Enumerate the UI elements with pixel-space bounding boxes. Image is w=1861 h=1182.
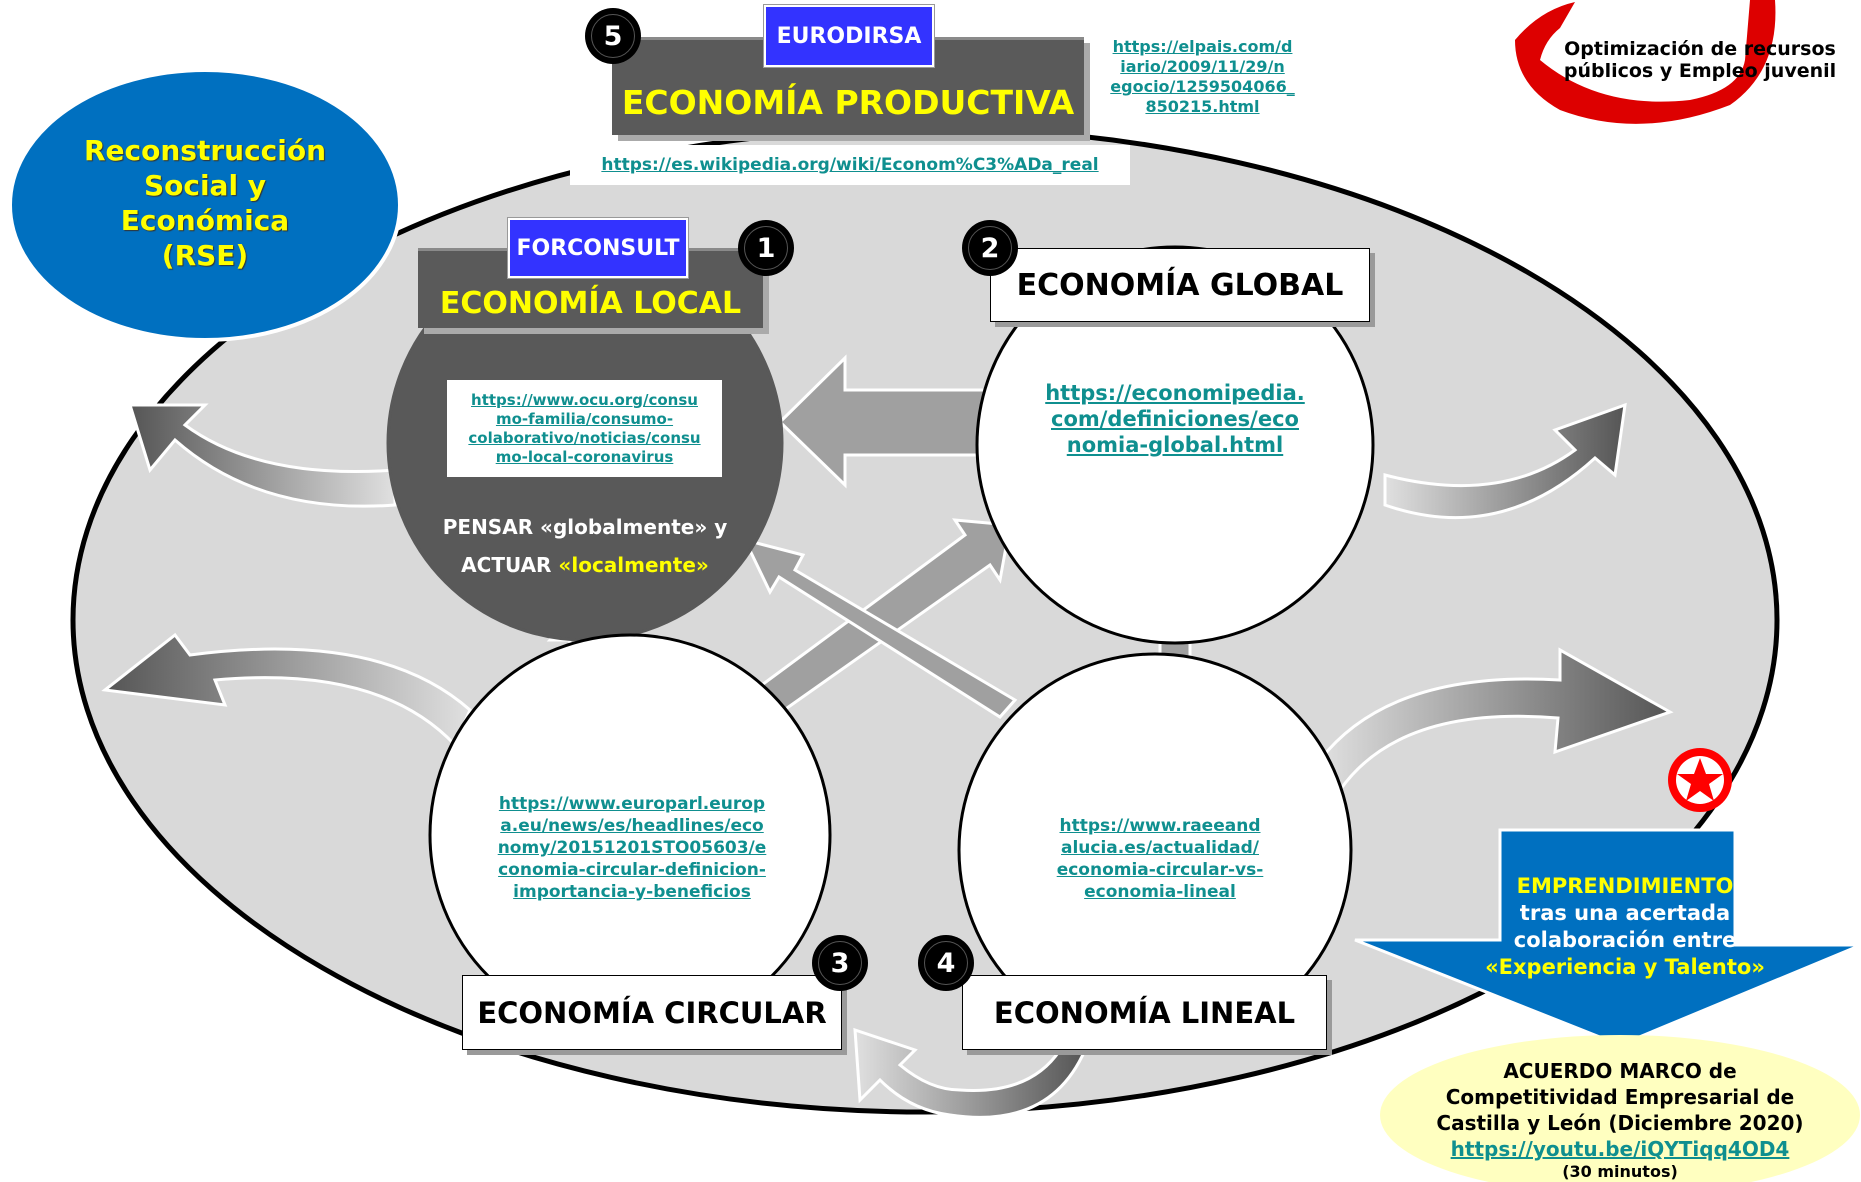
- europarl-link-block[interactable]: https://www.europarl.europ a.eu/news/es/…: [482, 793, 782, 903]
- raee-link-line[interactable]: economia-circular-vs-: [1056, 860, 1264, 880]
- youtube-link[interactable]: https://youtu.be/iQYTiqq4OD4: [1450, 1137, 1790, 1161]
- ocu-link-line[interactable]: mo-familia/consumo-: [495, 409, 674, 428]
- raee-link-line[interactable]: alucia.es/actualidad/: [1060, 838, 1259, 858]
- local-tag: FORCONSULT: [508, 218, 688, 278]
- local-motto: PENSAR «globalmente» y ACTUAR «localment…: [420, 508, 750, 584]
- europarl-link-line[interactable]: importancia-y-beneficios: [513, 882, 751, 902]
- raee-link-line[interactable]: https://www.raeeand: [1059, 816, 1261, 836]
- local-motto-line2: ACTUAR «localmente»: [420, 546, 750, 584]
- europarl-link-line[interactable]: https://www.europarl.europ: [498, 794, 766, 814]
- elpais-link-line[interactable]: https://elpais.com/d: [1112, 37, 1293, 56]
- local-motto-prefix: ACTUAR: [461, 553, 559, 577]
- emprendimiento-line: «Experiencia y Talento»: [1485, 955, 1765, 979]
- circular-header: ECONOMÍA CIRCULAR: [462, 975, 842, 1050]
- europarl-link-line[interactable]: nomy/20151201STO05603/e: [497, 838, 767, 858]
- elpais-link-line[interactable]: egocio/1259504066_: [1110, 77, 1295, 96]
- acuerdo-duration: (30 minutos): [1562, 1162, 1678, 1181]
- local-motto-line1: PENSAR «globalmente» y: [442, 515, 728, 539]
- global-header: ECONOMÍA GLOBAL: [990, 248, 1370, 322]
- emprendimiento-arrow: [1354, 828, 1861, 1047]
- lineal-number-badge: 4: [918, 935, 974, 991]
- ocu-link-line[interactable]: colaborativo/noticias/consu: [468, 428, 701, 447]
- ocu-link-line[interactable]: mo-local-coronavirus: [495, 447, 674, 466]
- economipedia-link-block[interactable]: https://economipedia. com/definiciones/e…: [1035, 380, 1315, 458]
- rse-text: Reconstrucción Social y Económica (RSE): [40, 133, 370, 273]
- global-circle: [975, 245, 1375, 645]
- curved-arrow-top-right: [1383, 402, 1627, 520]
- acuerdo-line: ACUERDO MARCO de: [1503, 1059, 1737, 1083]
- productiva-tag: EURODIRSA: [764, 5, 934, 67]
- elpais-link-box[interactable]: https://elpais.com/d iario/2009/11/29/n …: [1095, 32, 1310, 122]
- star-icon: [1668, 748, 1732, 812]
- curved-arrow-top-left: [127, 403, 397, 508]
- ocu-link-box[interactable]: https://www.ocu.org/consu mo-familia/con…: [447, 380, 722, 477]
- elpais-link-line[interactable]: iario/2009/11/29/n: [1120, 57, 1285, 76]
- global-number-badge: 2: [962, 220, 1018, 276]
- logo-text: Optimización de recursos públicos y Empl…: [1545, 38, 1855, 82]
- emprendimiento-line: tras una acertada: [1519, 901, 1731, 925]
- acuerdo-line: Castilla y León (Diciembre 2020): [1436, 1111, 1804, 1135]
- logo-swoosh: [1515, 0, 1776, 124]
- acuerdo-line: Competitividad Empresarial de: [1445, 1085, 1795, 1109]
- economipedia-link-line[interactable]: https://economipedia.: [1045, 381, 1305, 405]
- emprendimiento-line: EMPRENDIMIENTO: [1516, 874, 1734, 898]
- economipedia-link-line[interactable]: com/definiciones/eco: [1051, 407, 1299, 431]
- elpais-link-line[interactable]: 850215.html: [1145, 97, 1260, 116]
- economipedia-link-line[interactable]: nomia-global.html: [1066, 433, 1284, 457]
- ocu-link-line[interactable]: https://www.ocu.org/consu: [471, 390, 698, 409]
- productiva-number-badge: 5: [585, 8, 641, 64]
- local-number-badge: 1: [738, 220, 794, 276]
- raee-link-line[interactable]: economia-lineal: [1084, 882, 1236, 902]
- logo-line: Optimización de recursos: [1564, 38, 1836, 60]
- europarl-link-line[interactable]: conomia-circular-definicion-: [498, 860, 766, 880]
- rse-line: (RSE): [161, 239, 249, 272]
- local-motto-highlight: «localmente»: [558, 553, 709, 577]
- rse-line: Social y: [143, 169, 267, 202]
- emprendimiento-line: colaboración entre: [1513, 928, 1737, 952]
- curved-arrow-bottom-right: [1318, 647, 1674, 793]
- arrow-global-to-local: [777, 354, 987, 489]
- rse-line: Reconstrucción: [83, 134, 327, 167]
- arrow-lineal-to-local: [742, 537, 1018, 719]
- acuerdo-ellipse: [1380, 1035, 1860, 1182]
- wikipedia-link[interactable]: https://es.wikipedia.org/wiki/Econom%C3%…: [601, 155, 1099, 175]
- wikipedia-link-box[interactable]: https://es.wikipedia.org/wiki/Econom%C3%…: [570, 145, 1130, 185]
- europarl-link-line[interactable]: a.eu/news/es/headlines/eco: [500, 816, 764, 836]
- acuerdo-text: ACUERDO MARCO de Competitividad Empresar…: [1420, 1058, 1820, 1182]
- raee-link-block[interactable]: https://www.raeeand alucia.es/actualidad…: [1030, 815, 1290, 903]
- lineal-header: ECONOMÍA LINEAL: [962, 975, 1327, 1050]
- rse-ellipse: [8, 68, 402, 342]
- logo-line: públicos y Empleo juvenil: [1563, 60, 1837, 82]
- emprendimiento-text: EMPRENDIMIENTO tras una acertada colabor…: [1470, 873, 1780, 981]
- curved-arrow-bottom-left: [101, 632, 472, 748]
- circular-number-badge: 3: [812, 935, 868, 991]
- curved-arrow-bottom-center: [853, 1027, 1088, 1119]
- rse-line: Económica: [120, 204, 290, 237]
